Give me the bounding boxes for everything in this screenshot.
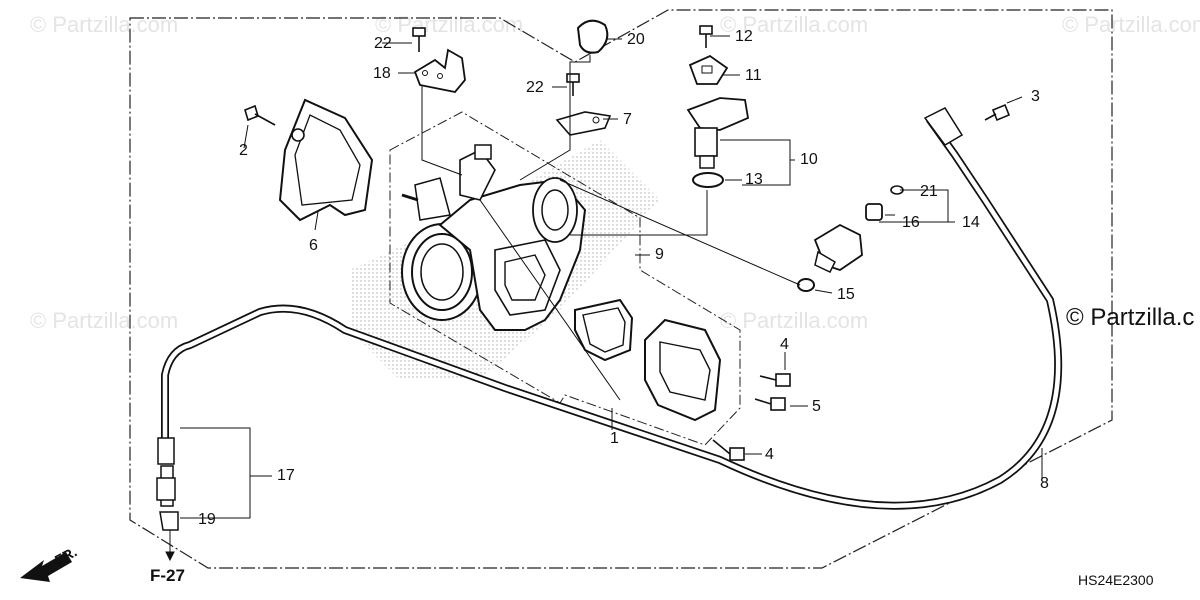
page-reference: F-27 <box>150 566 185 585</box>
cover-part <box>278 98 374 222</box>
callout-1: 1 <box>610 430 619 447</box>
callout-8: 8 <box>1040 475 1049 492</box>
watermark: © Partzilla.com <box>30 12 179 37</box>
callout-4a: 4 <box>780 336 789 353</box>
callout-12: 12 <box>735 28 753 45</box>
sensor-part <box>686 54 750 188</box>
watermark: © Partzilla.com <box>30 308 179 333</box>
callout-4b: 4 <box>765 446 774 463</box>
callout-15: 15 <box>837 286 855 303</box>
callout-22a: 22 <box>374 35 392 52</box>
callout-3: 3 <box>1031 88 1040 105</box>
assembly-boundary <box>129 9 1113 569</box>
callout-2: 2 <box>239 142 248 159</box>
watermark: © Partzilla.com <box>375 12 524 37</box>
injector-part <box>797 185 904 292</box>
callout-19: 19 <box>198 511 216 528</box>
callout-6: 6 <box>309 237 318 254</box>
callout-13: 13 <box>745 171 763 188</box>
callout-10: 10 <box>800 151 818 168</box>
watermark: © Partzilla.com <box>1062 12 1200 37</box>
callout-14: 14 <box>962 214 980 231</box>
callout-21: 21 <box>920 183 938 200</box>
throttle-body <box>401 144 587 331</box>
callout-17: 17 <box>277 467 295 484</box>
callout-22b: 22 <box>526 79 544 96</box>
callout-11: 11 <box>745 67 762 84</box>
module-part <box>574 298 722 422</box>
direction-arrow <box>20 552 72 582</box>
watermark: © Partzilla.com <box>720 308 869 333</box>
callout-16: 16 <box>902 214 920 231</box>
watermark: © Partzilla.com <box>720 12 869 37</box>
callout-20: 20 <box>627 31 645 48</box>
callout-9: 9 <box>655 246 664 263</box>
callout-5: 5 <box>812 398 821 415</box>
bracket-part <box>413 19 612 136</box>
callout-18: 18 <box>373 65 391 82</box>
leader-lines <box>165 35 1043 562</box>
callout-7: 7 <box>623 111 632 128</box>
bolts <box>244 25 1011 461</box>
copyright-text: © Partzilla.c <box>1066 304 1195 331</box>
diagram-code: HS24E2300 <box>1078 572 1154 588</box>
hose-assembly <box>156 107 1063 531</box>
